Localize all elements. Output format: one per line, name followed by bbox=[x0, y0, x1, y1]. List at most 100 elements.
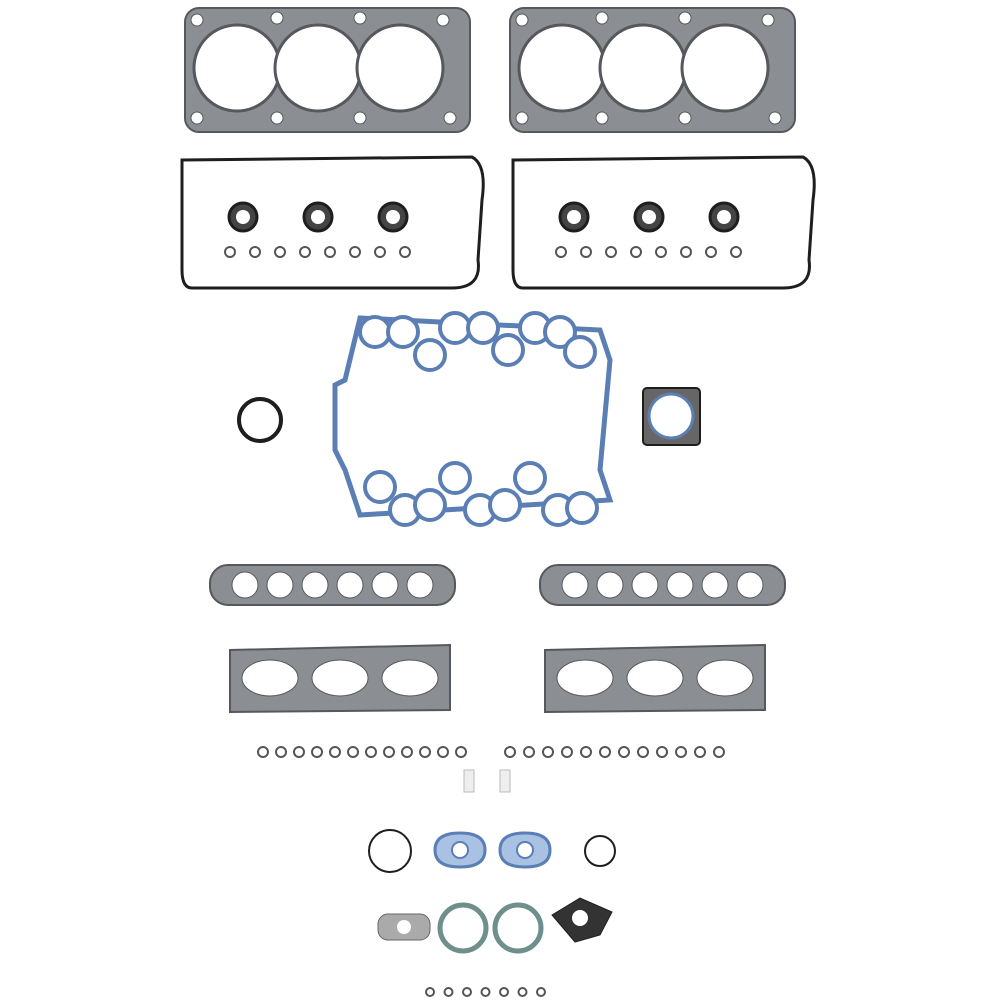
small-oring bbox=[401, 746, 413, 758]
small-oring bbox=[656, 746, 668, 758]
small-oring bbox=[293, 746, 305, 758]
tiny-oring bbox=[499, 987, 509, 997]
port-hole bbox=[561, 571, 589, 599]
small-oring bbox=[383, 746, 395, 758]
bolt-hole bbox=[270, 11, 284, 25]
cylinder-bore-hole bbox=[598, 23, 688, 113]
head-gasket-right bbox=[509, 7, 796, 133]
exhaust-port-hole bbox=[696, 659, 754, 697]
seal-center bbox=[567, 210, 581, 224]
intake-port-ring bbox=[466, 311, 500, 345]
intake-port-ring bbox=[358, 315, 392, 349]
bolt-hole bbox=[595, 11, 609, 25]
valve-stem-oring bbox=[299, 246, 311, 258]
valve-stem-oring bbox=[224, 246, 236, 258]
seal-center bbox=[642, 210, 656, 224]
bolt-hole bbox=[678, 111, 692, 125]
small-oring bbox=[365, 746, 377, 758]
intake-port-ring bbox=[491, 333, 525, 367]
teal-sealing-ring bbox=[437, 902, 489, 954]
intake-port-ring bbox=[438, 461, 472, 495]
exhaust-port-hole bbox=[556, 659, 614, 697]
bolt-hole bbox=[353, 111, 367, 125]
small-oring bbox=[618, 746, 630, 758]
bolt-hole bbox=[353, 11, 367, 25]
port-hole bbox=[596, 571, 624, 599]
exhaust-port-hole bbox=[311, 659, 369, 697]
sensor-gasket-hole bbox=[516, 841, 534, 859]
blue-sensor-gasket bbox=[498, 831, 552, 869]
bolt-hole bbox=[515, 13, 529, 27]
seal-center bbox=[236, 210, 250, 224]
small-oring bbox=[542, 746, 554, 758]
cylinder-bore-hole bbox=[680, 23, 770, 113]
tiny-oring bbox=[536, 987, 546, 997]
intake-port-ring bbox=[513, 461, 547, 495]
throttle-oring bbox=[237, 397, 283, 443]
valve-stem-oring bbox=[630, 246, 642, 258]
small-oring bbox=[675, 746, 687, 758]
small-oring bbox=[419, 746, 431, 758]
valve-stem-oring bbox=[374, 246, 386, 258]
small-oring bbox=[713, 746, 725, 758]
valve-stem-oring bbox=[730, 246, 742, 258]
port-hole bbox=[406, 571, 434, 599]
bolt-hole bbox=[761, 13, 775, 27]
sensor-gasket-hole bbox=[451, 841, 469, 859]
valve-stem-oring bbox=[399, 246, 411, 258]
intake-port-ring bbox=[363, 470, 397, 504]
locator-pin bbox=[499, 769, 511, 793]
small-oring bbox=[455, 746, 467, 758]
small-oring bbox=[437, 746, 449, 758]
tiny-oring bbox=[425, 987, 435, 997]
bolt-hole bbox=[190, 111, 204, 125]
small-oring bbox=[329, 746, 341, 758]
tiny-oring bbox=[517, 987, 528, 997]
exhaust-manifold-gasket-left bbox=[229, 643, 451, 714]
intake-gasket-outline bbox=[332, 315, 614, 518]
intake-port-ring bbox=[386, 315, 420, 349]
small-oring bbox=[694, 746, 706, 758]
valve-stem-oring bbox=[655, 246, 667, 258]
manifold-strip-gasket-left bbox=[209, 564, 456, 606]
valve-stem-oring bbox=[274, 246, 286, 258]
valve-stem-oring bbox=[605, 246, 617, 258]
bolt-hole bbox=[436, 13, 450, 27]
tiny-oring bbox=[462, 987, 472, 997]
bolt-hole bbox=[768, 111, 782, 125]
small-oring bbox=[637, 746, 649, 758]
intake-port-ring bbox=[565, 491, 599, 525]
throttle-gasket-bore bbox=[647, 392, 695, 440]
small-oring bbox=[561, 746, 573, 758]
cylinder-bore-hole bbox=[355, 23, 445, 113]
large-oring bbox=[368, 829, 412, 873]
exhaust-port-hole bbox=[381, 659, 439, 697]
small-oring bbox=[257, 746, 269, 758]
manifold-strip-gasket-right bbox=[539, 564, 786, 606]
valve-cover-gasket-outline bbox=[180, 155, 485, 290]
cylinder-bore-hole bbox=[192, 23, 282, 113]
throttle-body-gasket bbox=[642, 387, 701, 446]
valve-cover-gasket-right bbox=[511, 155, 816, 290]
exhaust-manifold-gasket-right bbox=[544, 643, 766, 714]
small-oring bbox=[523, 746, 535, 758]
port-hole bbox=[701, 571, 729, 599]
black-flange-gasket bbox=[551, 897, 613, 943]
tiny-oring bbox=[480, 987, 491, 997]
valve-stem-oring bbox=[580, 246, 592, 258]
head-gasket-left bbox=[184, 7, 471, 133]
small-oring bbox=[347, 746, 359, 758]
bolt-hole bbox=[270, 111, 284, 125]
valve-stem-oring bbox=[705, 246, 717, 258]
valve-cover-gasket-outline bbox=[511, 155, 816, 290]
seal-center bbox=[386, 210, 400, 224]
cylinder-bore-hole bbox=[273, 23, 363, 113]
small-oring bbox=[599, 746, 611, 758]
valve-stem-oring bbox=[249, 246, 261, 258]
valve-stem-oring bbox=[349, 246, 361, 258]
port-hole bbox=[231, 571, 259, 599]
small-oring-large bbox=[584, 835, 616, 867]
intake-plenum-gasket bbox=[332, 311, 614, 527]
intake-port-ring bbox=[543, 315, 577, 349]
teal-sealing-ring bbox=[492, 902, 544, 954]
